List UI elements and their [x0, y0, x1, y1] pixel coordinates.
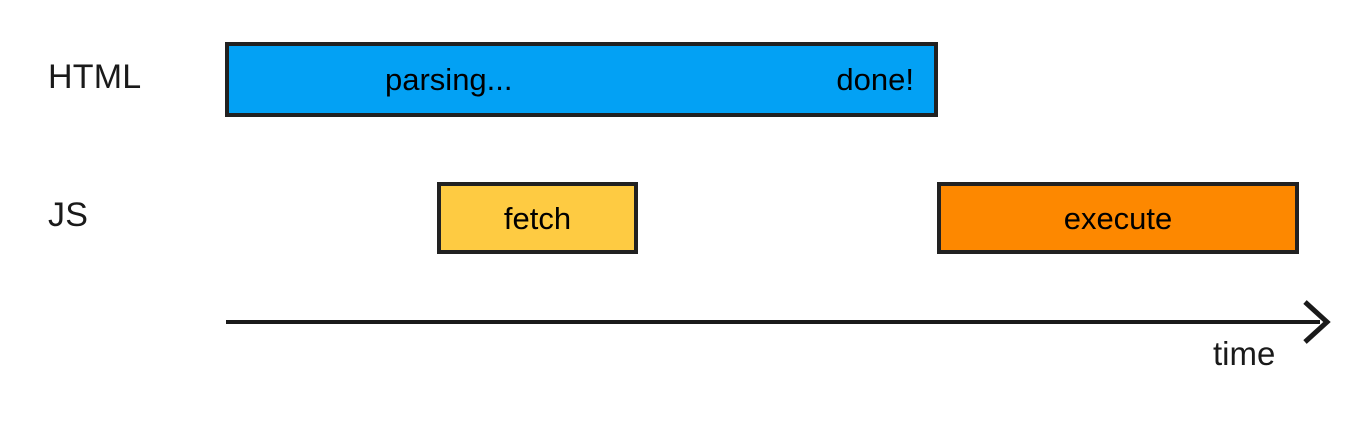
row-label-html: HTML [48, 58, 142, 96]
row-label-js: JS [48, 196, 89, 234]
bar-html-parsing: parsing... done! [225, 42, 938, 117]
bar-label-execute: execute [1063, 200, 1173, 236]
bar-label-fetch: fetch [503, 200, 572, 236]
bar-js-fetch: fetch [437, 182, 638, 254]
time-axis [220, 296, 1340, 352]
bar-js-execute: execute [937, 182, 1299, 254]
time-axis-arrow-icon [226, 300, 1331, 344]
bar-label-done: done! [836, 62, 914, 97]
time-axis-label: time [1213, 335, 1276, 372]
bar-label-parsing: parsing... [385, 62, 513, 97]
